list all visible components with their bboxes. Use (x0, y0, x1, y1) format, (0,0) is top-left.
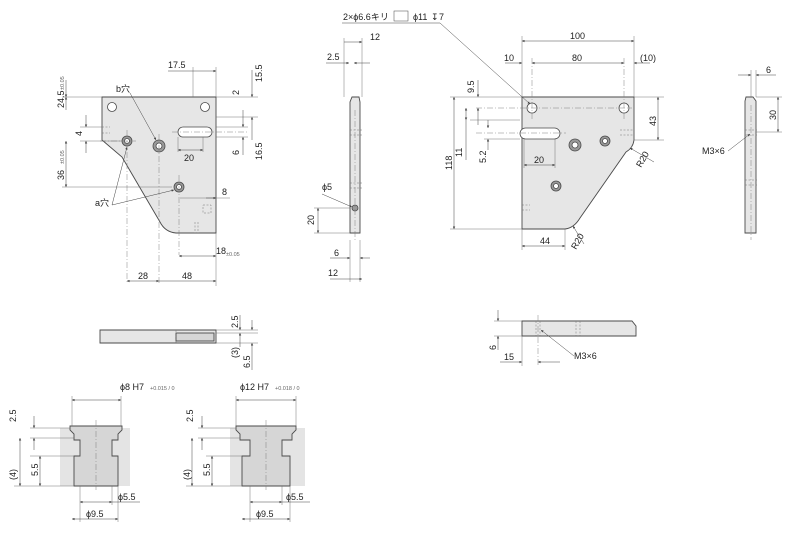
main-dim-11: 11 (454, 148, 464, 157)
main-dim-20: 20 (534, 155, 544, 165)
right-thread: M3×6 (702, 146, 725, 156)
dim-15-5: 15.5 (254, 64, 264, 82)
mount-hole-right (200, 102, 210, 112)
pin-small-dim-2-5: 2.5 (8, 409, 18, 422)
bottom-dim-6: 6 (488, 345, 498, 350)
main-dim-80: 80 (572, 53, 582, 63)
hole-callout-depth: 7 (439, 12, 444, 22)
top-dim-6-5: 6.5 (242, 355, 252, 368)
dim-24-5-tol: ±0.05 (60, 76, 66, 90)
dim-2: 2 (231, 90, 241, 95)
bottom-thread: M3×6 (574, 351, 597, 361)
side-dim-12-bottom: 12 (328, 268, 338, 278)
depth-symbol: ↧ (431, 12, 439, 22)
main-dim-100: 100 (570, 31, 585, 41)
pin-large-dim-phi9-5: ϕ9.5 (256, 509, 274, 519)
side-view-left: 12 2.5 ϕ5 20 6 12 (306, 32, 380, 282)
front-view: 17.5 15.5 2 6 16.5 20 24.5 ±0.05 4 36 ±0… (56, 60, 264, 286)
tap-mark-bottom (194, 222, 199, 233)
pin-large-dim-5-5: 5.5 (202, 463, 212, 476)
right-side-view: 6 30 M3×6 (702, 65, 782, 240)
tap-mark (202, 204, 212, 214)
dim-48: 48 (182, 271, 192, 281)
main-dim-r20-upper: R20 (634, 150, 651, 169)
label-a-hole: a穴 (95, 197, 109, 208)
side-dim-2-5: 2.5 (327, 52, 340, 62)
hole-callout-counterbore: ϕ11 (413, 12, 427, 22)
dim-8: 8 (222, 187, 227, 197)
top-dim-2-5: 2.5 (230, 315, 240, 328)
top-view-left: 2.5 (3) 6.5 (99, 315, 258, 370)
main-dim-9-5: 9.5 (466, 80, 476, 93)
main-dim-5-2: 5.2 (478, 150, 488, 163)
dim-16-5: 16.5 (254, 142, 264, 160)
pin-large-dim-phi5-5: ϕ5.5 (286, 492, 304, 502)
main-dim-r20-lower: R20 (569, 232, 586, 251)
dim-28: 28 (138, 271, 148, 281)
label-b-hole: b穴 (116, 83, 130, 94)
right-dim-30: 30 (768, 110, 778, 120)
pin-large-dim-2-5: 2.5 (185, 409, 195, 422)
pin-small-dim-phi9-5: ϕ9.5 (86, 509, 104, 519)
pin-small-dim-5-5: 5.5 (30, 463, 40, 476)
dim-36-tol: ±0.05 (60, 150, 66, 164)
side-dim-phi5: ϕ5 (322, 182, 332, 192)
tap-mark-left (102, 126, 110, 134)
side-dim-20: 20 (306, 215, 316, 225)
bottom-view-right: 6 15 M3×6 (488, 310, 637, 366)
pin-detail-small: ϕ8 H7 +0.015 / 0 2.5 (4) 5.5 ϕ5.5 ϕ9.5 (8, 382, 175, 522)
mount-hole-left (107, 102, 117, 112)
counterbore-symbol (393, 10, 409, 22)
dim-24-5: 24.5 (56, 90, 66, 108)
dim-4: 4 (74, 131, 84, 136)
pin-large-dim-4: (4) (182, 469, 192, 480)
main-dim-10: 10 (504, 53, 514, 63)
bottom-dim-15: 15 (504, 352, 514, 362)
dim-18-tol: ±0.05 (226, 252, 240, 258)
main-view: 100 10 80 (10) 2×ϕ6.6キリ ϕ11 ↧ 7 118 9.5 … (342, 10, 664, 251)
dim-36: 36 (56, 170, 66, 180)
main-slot (519, 127, 561, 140)
main-dim-10-ref: (10) (640, 53, 656, 63)
pin-large-label: ϕ12 H7 (240, 382, 269, 392)
pin-detail-large: ϕ12 H7 +0.018 / 0 2.5 (4) 5.5 ϕ5.5 ϕ9.5 (182, 382, 310, 522)
main-dim-44: 44 (540, 236, 550, 246)
side-dim-12-top: 12 (370, 32, 380, 42)
hole-callout: 2×ϕ6.6キリ (343, 12, 389, 22)
right-dim-6: 6 (766, 65, 771, 75)
main-dim-43: 43 (648, 116, 658, 126)
dim-17-5: 17.5 (168, 60, 186, 70)
dim-18: 18 (216, 246, 226, 256)
side-dim-6: 6 (334, 248, 339, 258)
dim-20: 20 (184, 153, 194, 163)
pin-large-tol: +0.018 / 0 (275, 386, 300, 392)
dim-6: 6 (231, 150, 241, 155)
right-side-outline (744, 96, 757, 234)
main-dim-118: 118 (444, 156, 454, 170)
top-dim-3: (3) (230, 347, 240, 358)
bottom-view-plate (521, 320, 637, 337)
pin-small-tol: +0.015 / 0 (150, 386, 175, 392)
pin-small-dim-4: (4) (8, 469, 18, 480)
pin-small-label: ϕ8 H7 (120, 382, 144, 392)
pin-small-dim-phi5-5: ϕ5.5 (118, 492, 136, 502)
